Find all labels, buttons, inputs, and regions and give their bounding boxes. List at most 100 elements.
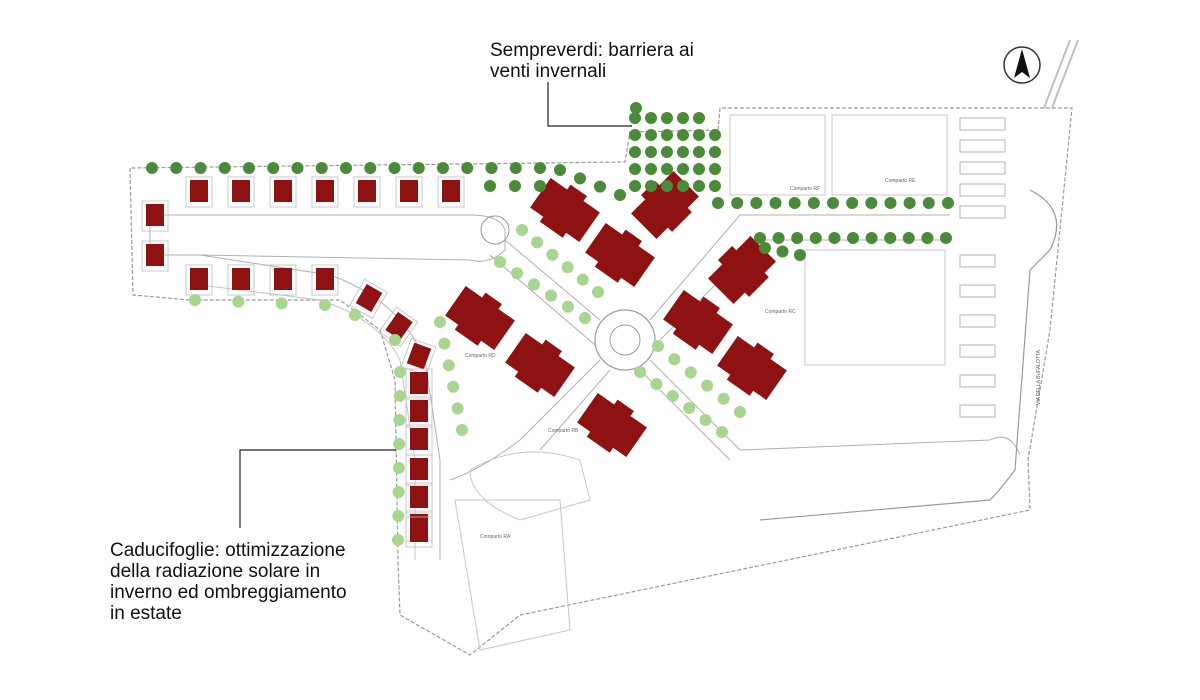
evergreen-tree	[865, 197, 878, 209]
deciduous-tree	[392, 486, 405, 498]
evergreen-tree	[677, 163, 689, 175]
label-comparto-d: Comparto RC	[765, 309, 796, 315]
deciduous-tree	[561, 261, 574, 274]
house-unit	[355, 283, 383, 313]
house-unit	[274, 268, 292, 290]
deciduous-tree	[683, 402, 696, 414]
evergreen-tree	[388, 162, 401, 174]
evergreen-tree	[218, 162, 231, 174]
evergreen-tree	[509, 162, 522, 174]
house-unit	[358, 180, 376, 202]
deciduous-tree	[734, 406, 746, 418]
deciduous-tree	[716, 426, 728, 438]
evergreen-tree	[712, 197, 724, 209]
apartment-building	[445, 286, 515, 350]
evergreen-tree	[776, 245, 789, 258]
evergreen-tree	[772, 232, 785, 244]
lot-outline	[405, 454, 433, 486]
deciduous-tree	[393, 414, 406, 426]
evergreen-tree	[731, 197, 744, 209]
house-unit	[232, 268, 250, 290]
evergreen-tree	[661, 180, 673, 192]
deciduous-tree	[451, 402, 464, 415]
lot-outline	[227, 264, 255, 296]
deciduous-tree	[394, 366, 406, 378]
deciduous-tree	[516, 224, 528, 236]
evergreen-tree	[645, 129, 657, 141]
evergreen-tree	[340, 162, 352, 174]
deciduous-tree	[392, 534, 404, 546]
house-unit	[406, 342, 432, 370]
house-unit	[410, 486, 428, 508]
lot-outline	[141, 200, 169, 232]
evergreen-tree	[485, 162, 498, 174]
lot-outline	[395, 176, 423, 208]
deciduous-trees-layer	[189, 224, 746, 546]
evergreen-tree	[865, 232, 878, 244]
deciduous-tree	[392, 510, 405, 522]
deciduous-annotation: Caducifoglie: ottimizzazione della radia…	[110, 540, 347, 624]
deciduous-tree	[634, 366, 646, 378]
evergreen-tree	[574, 172, 586, 185]
evergreen-tree	[693, 112, 705, 124]
label-comparto-c: Comparto RF	[790, 186, 820, 192]
lot-outline	[437, 176, 465, 208]
east-road	[759, 189, 1058, 521]
avenue-sw	[449, 359, 611, 481]
deciduous-tree	[717, 392, 730, 405]
evergreen-tree	[693, 180, 705, 192]
deciduous-tree	[349, 309, 361, 321]
building-footprint	[631, 171, 699, 239]
deciduous-tree	[442, 359, 455, 372]
evergreen-tree	[693, 146, 705, 158]
deciduous-tree	[592, 286, 604, 298]
deciduous-tree	[650, 378, 663, 390]
house-unit	[410, 458, 428, 480]
deciduous-tree	[576, 273, 589, 286]
evergreen-tree	[645, 146, 657, 158]
evergreen-tree	[828, 232, 841, 244]
lot-outline	[405, 368, 433, 400]
evergreen-tree	[629, 146, 641, 158]
evergreen-tree	[709, 129, 721, 141]
label-comparto-a: Comparto RD	[465, 353, 496, 359]
deciduous-tree	[684, 366, 697, 379]
apartment-building	[530, 178, 600, 242]
evergreen-tree	[709, 146, 721, 158]
evergreen-tree	[942, 197, 954, 209]
evergreen-tree	[677, 180, 689, 192]
evergreen-tree	[484, 180, 496, 192]
deciduous-tree	[528, 278, 540, 291]
building-footprint	[585, 223, 655, 287]
house-unit	[190, 268, 208, 290]
deciduous-tree	[652, 340, 664, 352]
evergreen-tree	[846, 197, 859, 209]
evergreen-tree	[940, 232, 952, 244]
evergreen-tree	[534, 162, 546, 174]
lot-outline	[400, 337, 437, 376]
north-arrow-icon	[1003, 46, 1041, 84]
deciduous-tree	[699, 414, 712, 426]
parking-area	[959, 117, 1006, 418]
small-roundabout	[480, 215, 510, 245]
evergreen-tree	[922, 197, 935, 209]
lot-outline	[185, 176, 213, 208]
evergreen-tree	[750, 197, 763, 209]
house-unit	[410, 428, 428, 450]
evergreen-tree	[194, 162, 207, 174]
evergreen-tree	[661, 112, 673, 124]
label-comparto-f: Comparto RA	[480, 534, 511, 540]
evergreen-tree	[645, 112, 657, 124]
evergreen-tree	[437, 162, 449, 174]
deciduous-tree	[701, 379, 714, 392]
evergreen-tree	[788, 197, 801, 209]
evergreen-tree	[614, 189, 626, 201]
house-unit	[232, 180, 250, 202]
evergreen-tree	[315, 162, 328, 174]
evergreen-tree	[412, 162, 425, 174]
evergreen-tree	[661, 163, 673, 175]
evergreen-tree	[884, 197, 897, 209]
lot-outline	[353, 176, 381, 208]
evergreen-tree	[645, 163, 657, 175]
